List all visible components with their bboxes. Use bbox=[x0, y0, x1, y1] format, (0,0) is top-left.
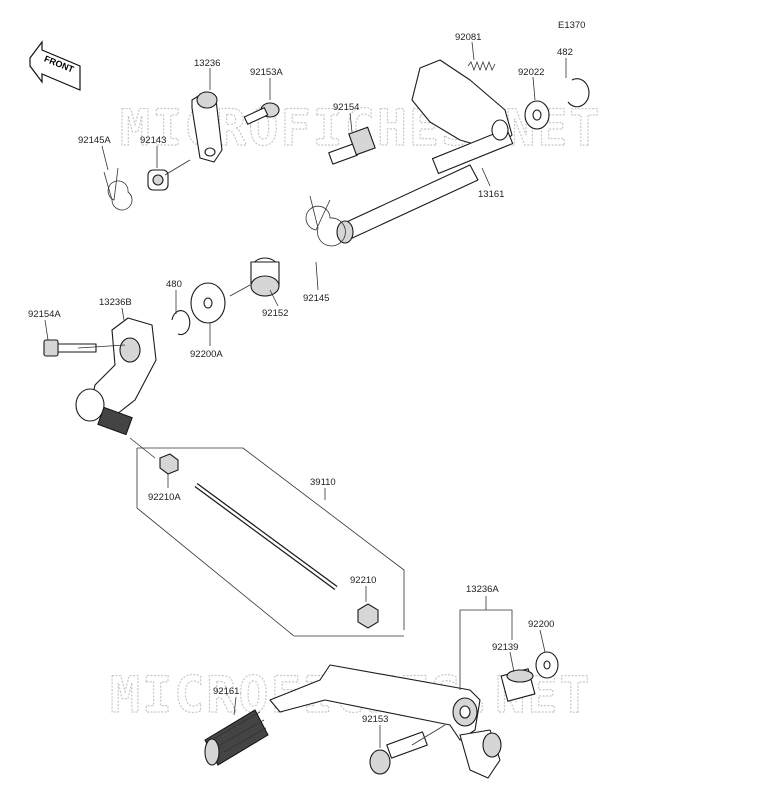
circlip-480 bbox=[171, 310, 191, 336]
label-482: 482 bbox=[557, 47, 573, 58]
label-92139: 92139 bbox=[492, 642, 518, 653]
washer-92022 bbox=[524, 100, 550, 130]
label-13236: 13236 bbox=[194, 58, 220, 69]
bolt-92154 bbox=[328, 126, 376, 165]
shift-pedal bbox=[269, 664, 502, 779]
tie-rod-box bbox=[129, 437, 405, 637]
pedal-rubber-92161 bbox=[204, 709, 269, 766]
bolt-92154a bbox=[43, 339, 97, 357]
collar-92143 bbox=[147, 169, 169, 191]
label-92153: 92153 bbox=[362, 714, 388, 725]
shift-shaft bbox=[336, 164, 479, 244]
nut-92210 bbox=[357, 603, 379, 629]
nut-92210a bbox=[159, 453, 179, 475]
label-92081: 92081 bbox=[455, 32, 481, 43]
shift-arm-13236 bbox=[191, 91, 223, 163]
bracket-13236a bbox=[459, 596, 513, 690]
label-39110: 39110 bbox=[310, 477, 336, 488]
shift-lever-13161 bbox=[411, 59, 514, 175]
label-92161: 92161 bbox=[213, 686, 239, 697]
front-arrow-icon: FRONT bbox=[29, 40, 81, 91]
leader-lines bbox=[44, 41, 567, 748]
label-13236a: 13236A bbox=[466, 584, 499, 595]
label-92200: 92200 bbox=[528, 619, 554, 630]
bolt-92153 bbox=[369, 731, 428, 775]
spring-92145a bbox=[103, 167, 133, 211]
shift-arm-13236b bbox=[75, 317, 157, 436]
label-13161: 13161 bbox=[478, 189, 504, 200]
label-92154a: 92154A bbox=[28, 309, 61, 320]
label-92200a: 92200A bbox=[190, 349, 223, 360]
diagram-code: E1370 bbox=[558, 20, 585, 31]
spring-92145 bbox=[305, 195, 346, 247]
washer-92200 bbox=[535, 651, 559, 679]
collar-92152 bbox=[250, 257, 280, 297]
label-92210a: 92210A bbox=[148, 492, 181, 503]
washer-92200a bbox=[190, 282, 226, 324]
tie-rod-39110 bbox=[194, 482, 338, 591]
spring-92081 bbox=[467, 60, 496, 72]
label-92145: 92145 bbox=[303, 293, 329, 304]
label-480: 480 bbox=[166, 279, 182, 290]
label-92153a: 92153A bbox=[250, 67, 283, 78]
circlip-482 bbox=[567, 78, 590, 108]
label-92143: 92143 bbox=[140, 135, 166, 146]
bolt-92153a bbox=[243, 102, 280, 125]
label-92152: 92152 bbox=[262, 308, 288, 319]
collar-92139 bbox=[500, 668, 536, 702]
label-13236b: 13236B bbox=[99, 297, 132, 308]
label-92154: 92154 bbox=[333, 102, 359, 113]
label-92210: 92210 bbox=[350, 575, 376, 586]
label-92145a: 92145A bbox=[78, 135, 111, 146]
label-92022: 92022 bbox=[518, 67, 544, 78]
